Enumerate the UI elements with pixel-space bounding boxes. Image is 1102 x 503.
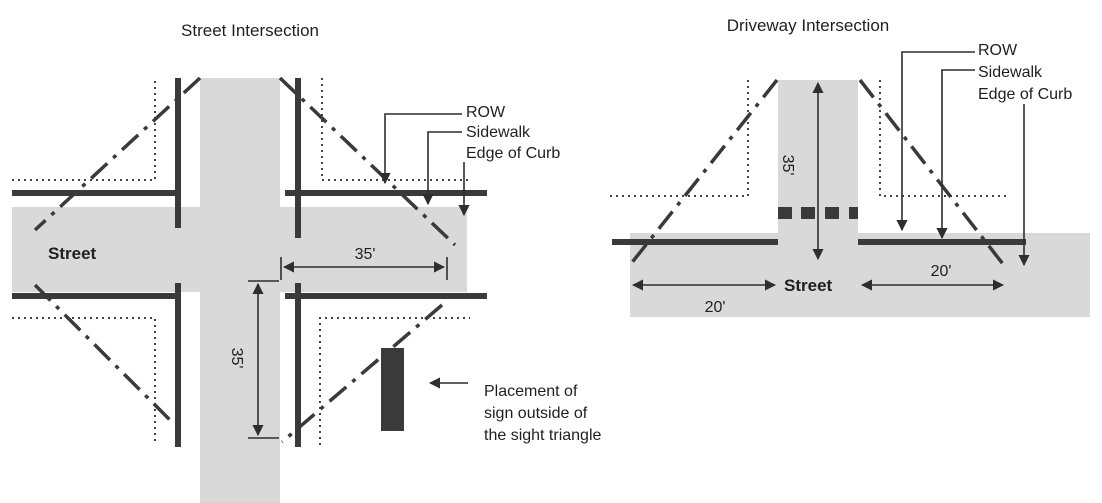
sign-marker (381, 348, 404, 431)
driveway-callout-leaders (896, 51, 1030, 267)
driveway-row-label: ROW (978, 42, 1018, 59)
driveway-sight-triangle (628, 78, 1008, 270)
vertical-dimension-label: 35' (228, 348, 245, 369)
driveway-row-lines (610, 80, 1006, 197)
horizontal-dimension (280, 257, 448, 280)
sight-triangle-lines (33, 76, 457, 444)
horizontal-dimension-label: 35' (355, 246, 376, 263)
driveway-intersection-title: Driveway Intersection (727, 16, 890, 35)
driveway-vertical-dimension-label: 35' (779, 155, 796, 176)
driveway-gap-dashes (778, 207, 858, 219)
sign-note-line-1: Placement of (484, 383, 578, 400)
driveway-street-label: Street (784, 276, 833, 295)
driveway-left-dimension-label: 20' (705, 299, 726, 316)
row-lines (12, 78, 470, 445)
vertical-dimension (248, 280, 279, 439)
sidewalk-label: Sidewalk (466, 124, 531, 141)
street-label: Street (48, 244, 97, 263)
driveway-curb-label: Edge of Curb (978, 86, 1072, 103)
row-label: ROW (466, 104, 506, 121)
street-intersection-title: Street Intersection (181, 21, 319, 40)
callout-leaders (379, 113, 470, 217)
street-vertical-pavement (200, 78, 280, 503)
driveway-sidewalk-label: Sidewalk (978, 64, 1043, 81)
sign-note-line-2: sign outside of (484, 405, 588, 422)
curb-label: Edge of Curb (466, 145, 560, 162)
sidewalk-edges (12, 78, 487, 447)
driveway-intersection: Driveway Intersection Street ROW (610, 16, 1090, 317)
street-intersection: Street Intersection (12, 21, 602, 503)
sign-note-line-3: the sight triangle (484, 427, 602, 444)
driveway-right-dimension-label: 20' (931, 263, 952, 280)
driveway-street-pavement (630, 233, 1090, 317)
